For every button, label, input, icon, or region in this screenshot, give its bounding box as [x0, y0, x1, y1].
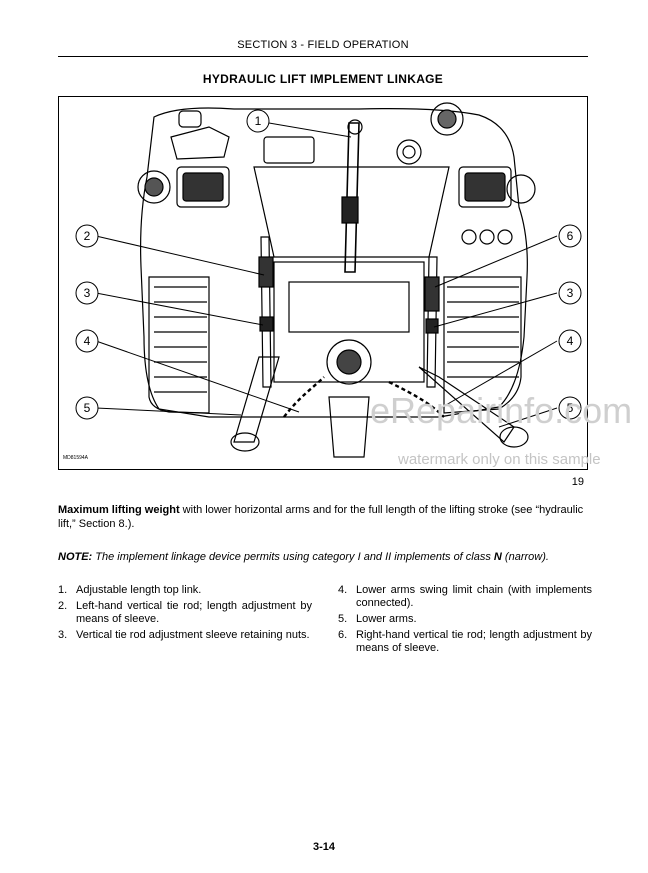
callout-label-3-right: 3	[567, 286, 574, 300]
list-item: 3. Vertical tie rod adjustment sleeve ret…	[58, 629, 312, 642]
note-class-letter: N	[493, 551, 502, 563]
item-number: 1.	[58, 584, 68, 596]
callout-2	[75, 224, 99, 248]
callout-6	[558, 224, 582, 248]
list-item: 2. Left-hand vertical tie rod; length adj…	[58, 600, 312, 626]
lifting-weight-paragraph: Maximum lifting weight with lower horizo…	[58, 503, 588, 531]
callout-3-right	[558, 281, 582, 305]
item-number: 6.	[338, 629, 348, 641]
header-rule	[58, 56, 588, 57]
note-paragraph: NOTE: The implement linkage device permi…	[58, 551, 588, 563]
item-number: 5.	[338, 613, 348, 625]
paragraph-text: with lower horizontal arms and for the f…	[58, 504, 584, 530]
item-text: Adjustable length top link.	[76, 584, 202, 596]
note-text-before: The implement linkage device permits usi…	[92, 551, 494, 563]
callout-label-3-left: 3	[84, 286, 91, 300]
callout-3-left	[75, 281, 99, 305]
note-text-after: (narrow).	[501, 551, 549, 563]
page-title: HYDRAULIC LIFT IMPLEMENT LINKAGE	[202, 72, 444, 86]
list-item: 5. Lower arms.	[338, 613, 592, 626]
item-text: Lower arms swing limit chain (with imple…	[356, 584, 592, 609]
callout-label-6: 6	[567, 229, 574, 243]
item-number: 2.	[58, 600, 68, 612]
callout-4-left	[75, 329, 99, 353]
item-number: 3.	[58, 629, 68, 641]
legend-list-left: 1. Adjustable length top link. 2. Left-han…	[58, 584, 312, 645]
callout-label-5-right: 5	[567, 401, 574, 415]
page-number: 3-14	[312, 841, 336, 853]
callout-label-4-left: 4	[84, 334, 91, 348]
tractor-rear-drawing: 1 2 3 4 5 6 3 4 5	[75, 102, 582, 458]
list-item: 1. Adjustable length top link.	[58, 584, 312, 597]
callout-5-right	[558, 396, 582, 420]
callout-4-right	[558, 329, 582, 353]
figure-number: 19	[571, 476, 584, 488]
note-label: NOTE:	[58, 551, 93, 563]
callout-label-1: 1	[255, 114, 262, 128]
watermark-notice: watermark only on this sample	[398, 451, 601, 468]
section-header: SECTION 3 - FIELD OPERATION	[237, 39, 409, 51]
item-number: 4.	[338, 584, 348, 596]
paragraph-bold-lead: Maximum lifting weight	[58, 504, 180, 516]
item-text: Lower arms.	[356, 613, 417, 625]
item-text: Right-hand vertical tie rod; length adju…	[356, 629, 592, 654]
callout-label-2: 2	[84, 229, 91, 243]
callout-label-5-left: 5	[84, 401, 91, 415]
list-item: 4. Lower arms swing limit chain (with imp…	[338, 584, 592, 610]
linkage-illustration: 1 2 3 4 5 6 3 4 5 MD81594A	[58, 96, 588, 470]
watermark-site: eRepairinfo.com	[370, 390, 633, 431]
item-text: Vertical tie rod adjustment sleeve retai…	[76, 629, 310, 641]
figure-code: MD81594A	[63, 455, 89, 461]
item-text: Left-hand vertical tie rod; length adjus…	[76, 600, 312, 625]
callout-5-left	[75, 396, 99, 420]
callout-1	[246, 109, 270, 133]
callout-label-4-right: 4	[567, 334, 574, 348]
list-item: 6. Right-hand vertical tie rod; length ad…	[338, 629, 592, 655]
legend-list-right: 4. Lower arms swing limit chain (with imp…	[338, 584, 592, 658]
